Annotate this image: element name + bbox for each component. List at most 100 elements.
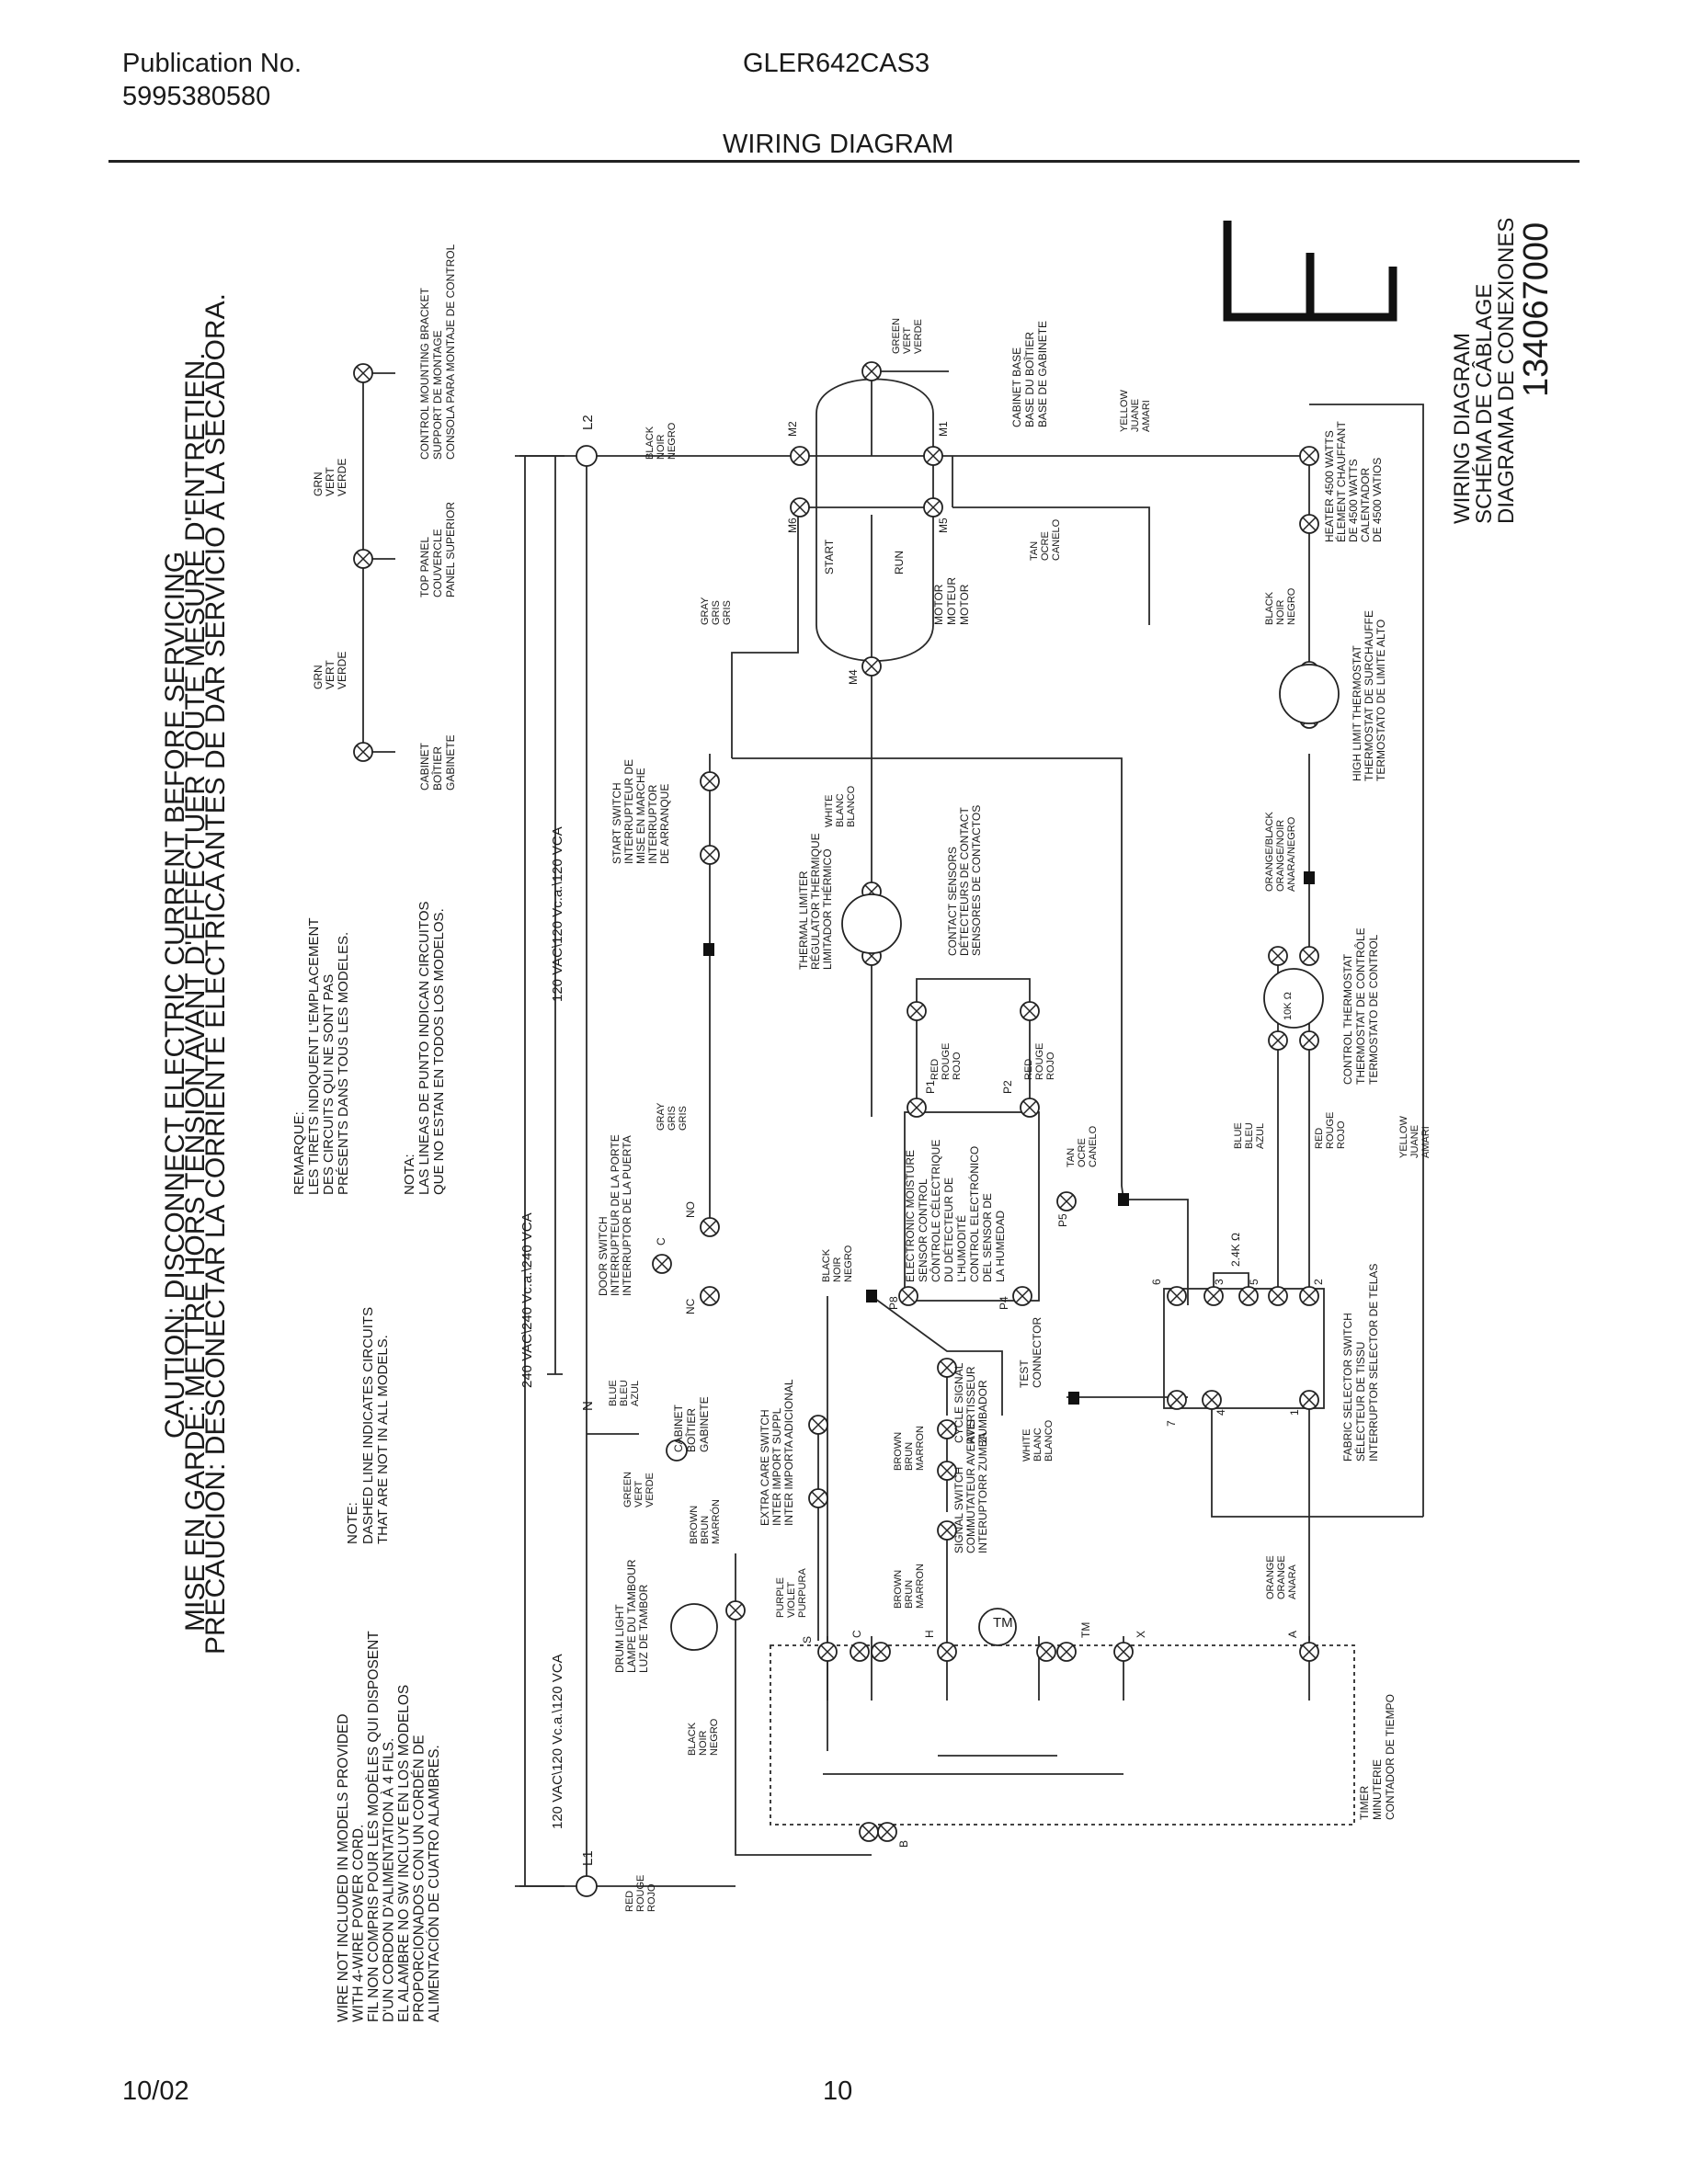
wire-label-red_p2: REDROUGEROJO xyxy=(1023,1043,1056,1080)
wire-label-blue_n-line: BLEU xyxy=(619,1380,630,1406)
terminal-m6-line: M6 xyxy=(786,518,799,533)
wire-label-red_p2-line: ROUGE xyxy=(1034,1043,1045,1080)
remarque-text-line: REMARQUE: xyxy=(291,1111,307,1195)
wire-label-tan_p5-line: TAN xyxy=(1066,1148,1077,1167)
caution-spanish-line: PRECAUCION: DESCONECTAR LA CORRIENTE ELE… xyxy=(200,293,231,1655)
wire-label-gray_mid-line: GRIS xyxy=(667,1106,678,1131)
extra-care-label-line: EXTRA CARE SWITCH xyxy=(758,1409,771,1526)
terminal-n-line: N xyxy=(580,1401,596,1411)
motor-label: MOTORMOTEURMOTOR xyxy=(932,577,971,625)
wire-label-black_light-line: NEGRO xyxy=(709,1718,720,1756)
wire-label-tan_p5-line: CANELO xyxy=(1088,1125,1099,1167)
terminal-m2-line: M2 xyxy=(786,421,799,437)
wire-label-blue_n: BLUEBLEUAZUL xyxy=(608,1380,641,1406)
timer-terminal-C-line: C xyxy=(850,1630,863,1638)
footer-page-number: 10 xyxy=(823,2076,853,2106)
wire-note-text-line: D'UN CORDON D'ALIMENTATION À 4 FILS. xyxy=(382,1738,397,2022)
control-thermostat-label: CONTROL THERMOSTATTHERMOSTAT DE CONTRÔLE… xyxy=(1341,927,1380,1085)
terminal-l1-line: L1 xyxy=(580,1850,596,1866)
wire-label-gray_mid-line: GRAY xyxy=(656,1102,667,1131)
wire-label-tan_motor-line: CANELO xyxy=(1051,518,1062,561)
ground-label-mid-line: VERT xyxy=(324,660,336,689)
control-bracket-label-line: CONSOLA PARA MONTAJE DE CONTROL xyxy=(444,244,457,460)
thermal-limiter-label-line: RÉGULATOR THERMIQUE xyxy=(808,833,822,970)
wire-label-brown_signal1-line: MARRON xyxy=(915,1426,926,1471)
note-text: DASHED LINE INDICATES CIRCUITSTHAT ARE N… xyxy=(360,1307,391,1544)
control-thermostat-label-line: THERMOSTAT DE CONTRÔLE xyxy=(1353,927,1367,1085)
moisture-control-label-line: ELECTRONIC MOISTURE xyxy=(904,1150,917,1282)
thermostat-value-label: 10K Ω xyxy=(1283,992,1294,1020)
motor-label-line: MOTOR xyxy=(958,584,971,625)
note-label: NOTE: xyxy=(345,1502,360,1544)
caution-spanish: PRECAUCION: DESCONECTAR LA CORRIENTE ELE… xyxy=(200,293,231,1655)
terminal-l2: L2 xyxy=(580,415,596,430)
caution-english-line: CAUTION: DISCONNECT ELECTRIC CURRENT BEF… xyxy=(160,552,190,1439)
start-switch-label: START SWITCHINTERRUPTEUR DEMISE EN MARCH… xyxy=(610,759,671,864)
high-limit-label: HIGH LIMIT THERMOSTATTHERMOSTAT DE SURCH… xyxy=(1351,610,1387,781)
thermal-limiter-label-line: THERMAL LIMITER xyxy=(797,870,810,970)
ground-label-top-line: GRN xyxy=(312,472,325,496)
wire-label-yellow_right: YELLOWJUANEAMARI xyxy=(1398,1116,1431,1158)
cabinet-base-label-line: CABINET BASE xyxy=(1010,347,1023,427)
heater-label: HEATER 4500 WATTSÉLEMENT CHAUFFANTDE 450… xyxy=(1323,421,1384,542)
note-label-line: NOTE: xyxy=(345,1502,360,1544)
selector-terminal-6-line: 6 xyxy=(1150,1279,1163,1285)
wire-label-gray_top-line: GRIS xyxy=(711,600,722,625)
wire-label-yellow_top: YELLOWJUANEAMARI xyxy=(1119,390,1152,432)
terminal-no-line: NO xyxy=(684,1201,697,1218)
wire-label-tan_motor-line: TAN xyxy=(1029,541,1040,561)
publication-label: Publication No. xyxy=(122,49,302,78)
selector-terminal-7-line: 7 xyxy=(1165,1420,1178,1427)
timer-terminal-B-line: B xyxy=(897,1840,910,1848)
header-rule xyxy=(108,160,1580,163)
door-switch-label-line: INTERRUPTEUR DE LA PORTE xyxy=(609,1134,622,1296)
wire-note-text-line: WIRE NOT INCLUDED IN MODELS PROVIDED xyxy=(336,1713,351,2022)
motor-label-line: MOTOR xyxy=(932,584,945,625)
wire-label-brown_n-line: BROWN xyxy=(689,1506,700,1544)
wire-label-black_p8-line: NEGRO xyxy=(843,1245,854,1282)
cabinet-label-left: CABINETBOÎTIERGABINETE xyxy=(418,734,457,791)
wire-label-white-line: BLANCO xyxy=(846,785,857,827)
wire-label-red_p2-line: RED xyxy=(1023,1059,1034,1080)
wire-label-black_p8-line: BLACK xyxy=(821,1248,832,1282)
moisture-control-label-line: LA HUMEDAD xyxy=(994,1211,1007,1282)
wire-label-red_l1-line: ROJO xyxy=(646,1883,657,1912)
selector-terminal-2-line: 2 xyxy=(1312,1279,1325,1285)
terminal-m6: M6 xyxy=(786,518,799,533)
timer-terminal-C: C xyxy=(850,1630,863,1638)
timer-terminal-X-line: X xyxy=(1135,1631,1147,1638)
wire-label-orange_black-line: ANARA/NEGRO xyxy=(1286,816,1297,892)
heater-label-line: DE 4500 VATIOS xyxy=(1371,458,1384,542)
caution-english: CAUTION: DISCONNECT ELECTRIC CURRENT BEF… xyxy=(160,552,190,1439)
wire-label-red_sel-line: ROJO xyxy=(1336,1120,1347,1149)
timer-label-line: CONTADOR DE TIEMPO xyxy=(1384,1694,1397,1820)
wire-label-yellow_right-line: YELLOW xyxy=(1398,1116,1409,1158)
cabinet-label-n-line: CABINET xyxy=(672,1404,685,1452)
contact-sensors-label-line: SENSORES DE CONTACTOS xyxy=(970,805,983,956)
wire-label-blue_sel: BLUEBLEUAZUL xyxy=(1233,1122,1266,1149)
control-bracket-label-line: SUPPORT DE MONTAGE xyxy=(431,330,444,460)
drum-light-label-line: LAMPE DU TAMBOUR xyxy=(625,1559,638,1673)
selector-terminal-1: 1 xyxy=(1288,1409,1301,1416)
terminal-p5-line: P5 xyxy=(1056,1213,1069,1227)
wire-label-red_sel-line: ROUGE xyxy=(1325,1112,1336,1149)
terminal-p8-line: P8 xyxy=(887,1296,900,1310)
moisture-control-label-line: CONTROL ELECTRÓNICO xyxy=(967,1146,981,1282)
wire-label-red_sel: REDROUGEROJO xyxy=(1314,1112,1347,1149)
voltage-120-top: 120 VAC\120 Vc.a.\120 VCA xyxy=(550,826,565,1002)
wire-label-purple-line: PURPLE xyxy=(775,1577,786,1618)
selector-terminal-4-line: 4 xyxy=(1215,1409,1227,1416)
wire-label-red_l1: REDROUGEROJO xyxy=(624,1875,657,1912)
resistor-value-label-line: 2.4K Ω xyxy=(1229,1233,1242,1267)
wire-label-orange_black-line: ORANGE/NOIR xyxy=(1275,820,1286,892)
control-thermostat-label-line: TERMOSTATO DE CONTROL xyxy=(1367,934,1380,1085)
remarque-text-line: LES TIRETS INDIQUENT L'EMPLACEMENT xyxy=(306,917,322,1195)
wire-label-gray_top-line: GRIS xyxy=(722,600,733,625)
wire-label-red_p1-line: ROUGE xyxy=(941,1043,952,1080)
contact-sensors-label-line: DÉTECTEURS DE CONTACT xyxy=(957,807,971,956)
timer-terminal-S: S xyxy=(801,1636,814,1644)
signal-switch-label: SIGNAL SWITCHCOMMUTATEUR AVERTISINTERUPT… xyxy=(952,1419,989,1553)
thermostat-value-label-line: 10K Ω xyxy=(1283,992,1294,1020)
wire-label-black_p8: BLACKNOIRNEGRO xyxy=(821,1245,854,1282)
wire-label-black_l2-line: BLACK xyxy=(644,426,656,460)
